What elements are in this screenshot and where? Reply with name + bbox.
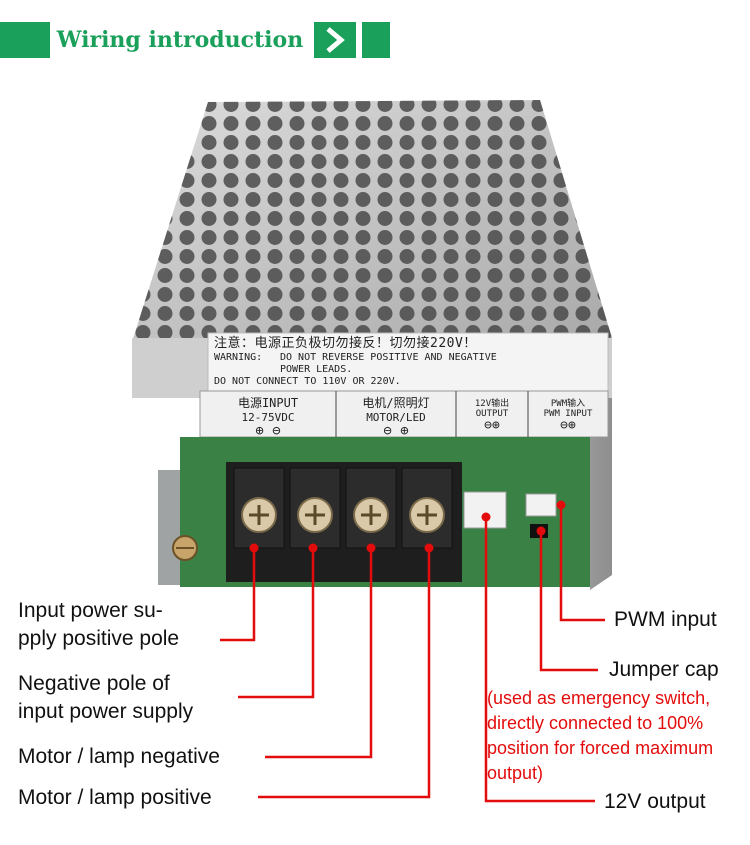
- banner-left-bar: [0, 22, 50, 58]
- callout-motor-positive: Motor / lamp positive: [18, 786, 212, 809]
- warning-prefix: WARNING:: [214, 352, 263, 363]
- jumper-cap-note: (used as emergency switch, directly conn…: [487, 688, 714, 783]
- callout-input-negative: Negative pole of input power supply: [18, 672, 194, 723]
- warning-line-3: DO NOT CONNECT TO 110V OR 220V.: [214, 376, 401, 387]
- callout-12v-output: 12V output: [604, 790, 706, 813]
- terminal-label-pwm: PWM输入 PWM INPUT ⊖⊕: [543, 399, 593, 433]
- section-title: Wiring introduction: [50, 22, 310, 58]
- callout-jumper-cap: Jumper cap: [609, 658, 719, 681]
- warning-chinese: 注意：电源正负极切勿接反！切勿接220V！: [214, 336, 477, 351]
- banner-arrow-box: [314, 22, 356, 58]
- warning-sticker: 注意：电源正负极切勿接反！切勿接220V！ WARNING: DO NOT RE…: [214, 336, 604, 388]
- section-banner: Wiring introduction: [0, 22, 390, 58]
- terminal-label-motor: 电机/照明灯 MOTOR/LED ⊖ ⊕: [362, 396, 430, 439]
- warning-line-1: DO NOT REVERSE POSITIVE AND NEGATIVE: [280, 352, 497, 363]
- callout-pwm-input: PWM input: [614, 608, 717, 631]
- banner-right-bar: [362, 22, 390, 58]
- warning-line-2: POWER LEADS.: [280, 364, 353, 375]
- terminal-label-input: 电源INPUT 12-75VDC ⊕ ⊖: [237, 396, 299, 439]
- callout-motor-negative: Motor / lamp negative: [18, 745, 220, 768]
- terminal-label-12v: 12V输出 OUTPUT ⊖⊕: [474, 399, 510, 433]
- callout-input-positive: Input power su- pply positive pole: [18, 599, 180, 650]
- chevron-right-icon: [326, 27, 345, 53]
